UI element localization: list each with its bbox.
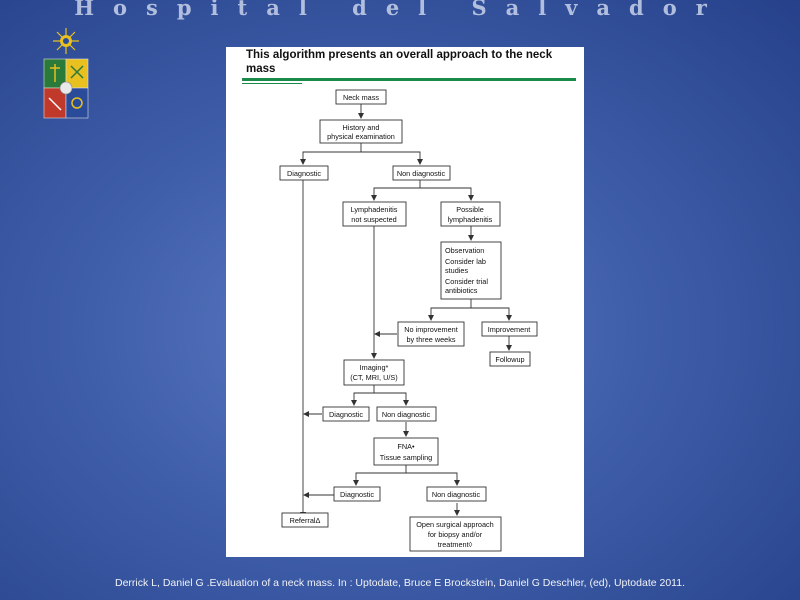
node-history-exam: History and physical examination	[319, 119, 403, 144]
node-lymph-not-label-line1: Lymphadenitis	[351, 205, 398, 214]
node-improvement-label: Improvement	[488, 325, 531, 334]
university-shield-icon	[43, 28, 89, 119]
node-no-improvement-line2: by three weeks	[406, 335, 455, 344]
node-diagnostic-low: Diagnostic	[333, 486, 381, 502]
node-diagnostic-mid-label: Diagnostic	[329, 410, 363, 419]
node-fna: FNA• Tissue sampling	[373, 437, 439, 466]
node-no-improvement-line1: No improvement	[404, 325, 458, 334]
slide-panel: This algorithm presents an overall appro…	[226, 47, 584, 557]
node-diagnostic-low-label: Diagnostic	[340, 490, 374, 499]
node-imaging-line1: Imaging*	[360, 363, 389, 372]
node-non-diagnostic-mid-label: Non diagnostic	[382, 410, 431, 419]
node-observation-line1: Observation	[445, 246, 484, 255]
sun-emblem	[53, 28, 79, 54]
node-non-diagnostic-low-label: Non diagnostic	[432, 490, 481, 499]
node-surgical-line3: treatment◊	[438, 540, 473, 549]
node-no-improvement: No improvement by three weeks	[397, 321, 465, 347]
node-neck-mass: Neck mass	[335, 89, 387, 105]
panel-title: This algorithm presents an overall appro…	[246, 49, 553, 75]
node-observation-line5: antibiotics	[445, 286, 478, 295]
node-diagnostic-top: Diagnostic	[279, 165, 329, 181]
node-observation-line2: Consider lab	[445, 257, 486, 266]
node-lymphadenitis-not-suspected: Lymphadenitis not suspected	[342, 201, 407, 227]
node-followup-label: Followup	[495, 355, 524, 364]
node-non-diagnostic-top-label: Non diagnostic	[397, 169, 446, 178]
node-neck-mass-label: Neck mass	[343, 93, 379, 102]
neck-mass-flowchart: Neck mass History and physical examinati…	[279, 89, 538, 552]
node-possible-lymph-label-line1: Possible	[456, 205, 484, 214]
node-history-label-line1: History and	[343, 123, 380, 132]
node-non-diagnostic-low: Non diagnostic	[426, 486, 487, 502]
node-fna-line2: Tissue sampling	[380, 453, 432, 462]
node-observation-line3: studies	[445, 266, 468, 275]
node-diagnostic-top-label: Diagnostic	[287, 169, 321, 178]
node-open-surgical: Open surgical approach for biopsy and/or…	[409, 516, 502, 552]
node-non-diagnostic-top: Non diagnostic	[392, 165, 451, 181]
title-subrule	[242, 83, 302, 84]
node-lymph-not-label-line2: not suspected	[351, 215, 396, 224]
node-referral-label: ReferralΔ	[290, 516, 321, 525]
node-surgical-line1: Open surgical approach	[416, 520, 493, 529]
node-history-label-line2: physical examination	[327, 132, 395, 141]
header-title: Hospital del Salvador	[74, 0, 726, 20]
title-rule	[242, 78, 576, 81]
node-observation: Observation Consider lab studies Conside…	[440, 241, 502, 300]
node-imaging-line2: (CT, MRI, U/S)	[350, 373, 397, 382]
node-diagnostic-mid: Diagnostic	[322, 406, 370, 422]
node-referral: ReferralΔ	[281, 512, 329, 528]
node-improvement: Improvement	[481, 321, 538, 337]
flow-connectors	[300, 104, 512, 518]
node-observation-line4: Consider trial	[445, 277, 488, 286]
node-non-diagnostic-mid: Non diagnostic	[376, 406, 437, 422]
node-possible-lymph-label-line2: lymphadenitis	[448, 215, 493, 224]
node-imaging: Imaging* (CT, MRI, U/S)	[343, 359, 405, 386]
node-possible-lymphadenitis: Possible lymphadenitis	[440, 201, 501, 227]
footer-citation: Derrick L, Daniel G .Evaluation of a nec…	[115, 577, 685, 589]
node-fna-line1: FNA•	[397, 442, 415, 451]
node-followup: Followup	[489, 351, 531, 367]
node-surgical-line2: for biopsy and/or	[428, 530, 483, 539]
